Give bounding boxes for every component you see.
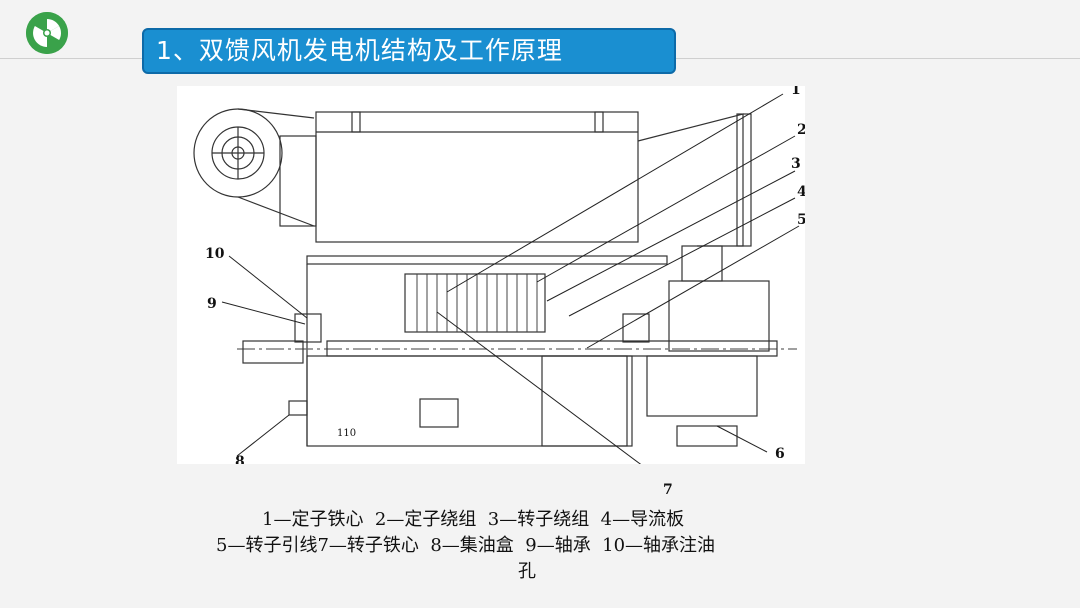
caption-line-1: 1—定子铁心 2—定子绕组 3—转子绕组 4—导流板 <box>262 509 685 530</box>
callout-3: 3 <box>791 156 801 172</box>
page-title: 1、双馈风机发电机结构及工作原理 <box>142 28 676 74</box>
generator-diagram: 1 2 3 4 5 6 8 9 10 110 <box>177 82 807 485</box>
dimension-label: 110 <box>337 428 356 439</box>
callout-7: 7 <box>663 482 673 498</box>
callout-8: 8 <box>235 454 245 464</box>
stator-core <box>404 273 546 333</box>
caption-line-2: 5—转子引线7—转子铁心 8—集油盒 9—轴承 10—轴承注油 <box>216 535 716 556</box>
callout-6: 6 <box>775 446 785 462</box>
callout-9: 9 <box>207 296 217 312</box>
callout-1: 1 <box>791 86 801 98</box>
callout-2: 2 <box>797 122 805 138</box>
callout-10: 10 <box>205 246 225 262</box>
callout-4: 4 <box>797 184 805 200</box>
radiation-icon <box>26 12 68 54</box>
cooler-box <box>315 111 639 243</box>
callout-5: 5 <box>797 212 805 228</box>
caption-line-3: 孔 <box>518 561 536 582</box>
